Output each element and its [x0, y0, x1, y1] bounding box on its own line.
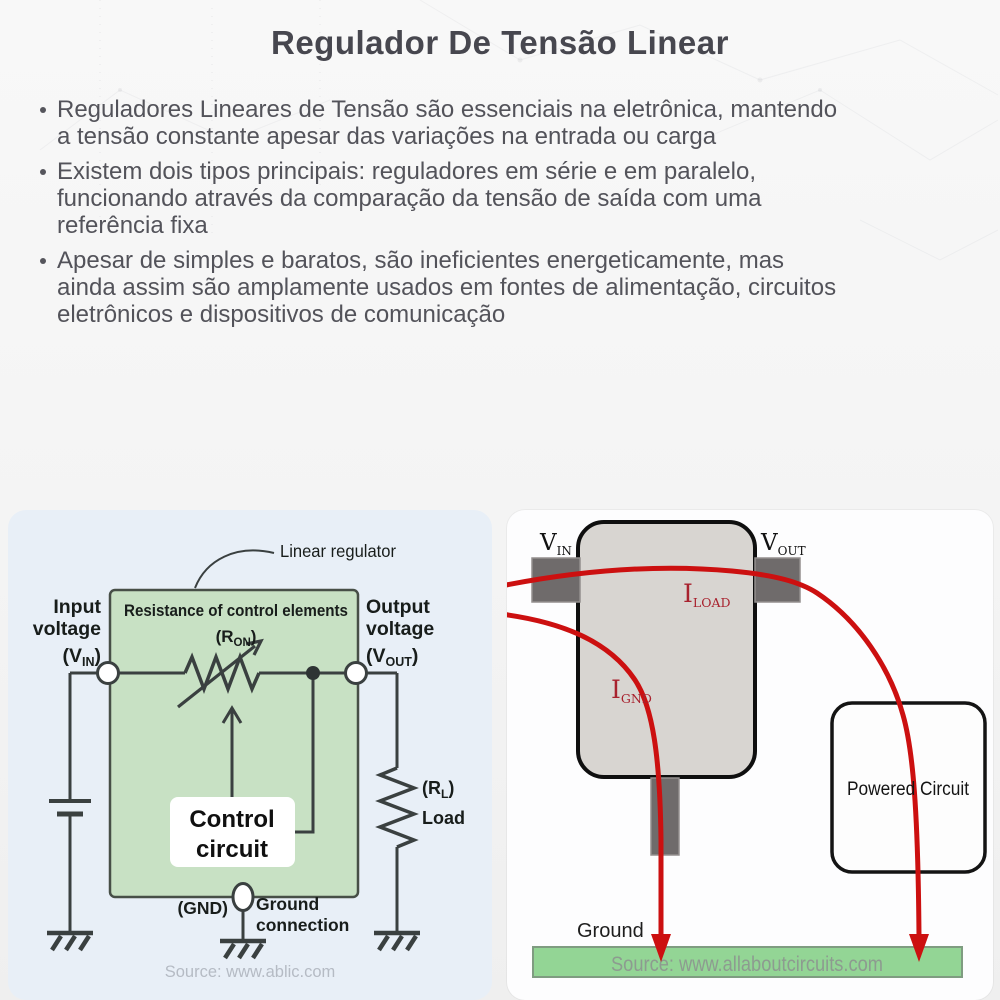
bullet-icon	[40, 107, 46, 113]
gnd-label: (GND)	[177, 898, 228, 918]
iload-arrowhead-icon	[909, 934, 929, 962]
ground-label: Ground	[577, 920, 644, 942]
bullet-icon	[40, 169, 46, 175]
gnd-terminal	[231, 882, 255, 912]
powered-circuit-box	[830, 701, 987, 874]
bullet-list: Reguladores Lineares de Tensão são essen…	[40, 96, 846, 336]
load-label: Load	[422, 808, 465, 828]
ignd-label: IGND	[611, 675, 652, 706]
left-diagram-panel: Linear regulator Resistance of control e…	[8, 510, 492, 1000]
ground-symbol-left	[47, 933, 93, 950]
ground-symbol-middle	[220, 941, 266, 958]
input-terminal	[96, 661, 120, 685]
ground-pin	[650, 777, 680, 856]
vout-symbol-label: (VOUT)	[366, 645, 418, 669]
bullet-text: Existem dois tipos principais: regulador…	[57, 158, 762, 239]
vin-label: VIN	[539, 530, 572, 558]
ground-connection-label-line1: Ground	[256, 894, 319, 914]
load-resistor-zigzag	[375, 766, 419, 849]
ground-symbol-right	[374, 933, 420, 950]
rl-label: (RL)	[422, 778, 454, 801]
iload-label: ILOAD	[683, 579, 731, 610]
ground-bar	[532, 946, 963, 978]
control-circuit-label-line2: circuit	[196, 836, 268, 863]
output-voltage-label-line2: voltage	[366, 618, 434, 640]
iload-current-path	[507, 565, 922, 937]
input-voltage-label-line2: voltage	[33, 618, 101, 640]
output-terminal	[344, 661, 368, 685]
linear-regulator-label: Linear regulator	[280, 541, 396, 561]
arrowhead-diagonal-icon	[245, 638, 264, 656]
input-voltage-label-line1: Input	[53, 596, 101, 618]
bullet-item: Existem dois tipos principais: regulador…	[40, 158, 846, 239]
output-voltage-label-line1: Output	[366, 596, 430, 618]
regulator-body	[576, 520, 757, 779]
pointer-line	[194, 549, 275, 589]
box-title-label: Resistance of control elements	[124, 602, 348, 620]
right-diagram-panel: Source: www.allaboutcircuits.com VIN VOU…	[507, 510, 993, 1000]
linear-regulator-schematic: Linear regulator Resistance of control e…	[33, 541, 465, 981]
source-credit: Source: www.ablic.com	[165, 963, 336, 981]
variable-resistor-arrow	[177, 644, 256, 709]
ground-connection-label-line2: connection	[256, 915, 349, 935]
texture-dot	[757, 77, 763, 83]
vout-label: VOUT	[760, 530, 806, 558]
bullet-text: Reguladores Lineares de Tensão são essen…	[57, 96, 838, 150]
texture-dot	[118, 88, 122, 92]
page-title: Regulador De Tensão Linear	[271, 24, 729, 61]
bullet-item: Reguladores Lineares de Tensão são essen…	[40, 96, 846, 150]
bullet-icon	[40, 258, 46, 264]
texture-line	[859, 219, 999, 261]
source-credit: Source: www.allaboutcircuits.com	[611, 953, 883, 976]
bullet-item: Apesar de simples e baratos, são inefici…	[40, 247, 846, 328]
ignd-current-path	[507, 612, 664, 936]
powered-circuit-label: Powered Circuit	[847, 779, 970, 800]
control-circuit-box	[170, 797, 295, 867]
bullet-text: Apesar de simples e baratos, são inefici…	[57, 247, 837, 328]
vin-symbol-label: (VIN)	[63, 645, 102, 669]
texture-dot	[818, 88, 822, 92]
junction-dot	[306, 666, 320, 680]
current-flow-diagram: Source: www.allaboutcircuits.com VIN VOU…	[507, 520, 987, 978]
control-sense-wire	[295, 677, 315, 834]
ron-label: (RON)	[216, 627, 257, 649]
ignd-arrowhead-icon	[651, 934, 671, 962]
control-circuit-label-line1: Control	[189, 806, 274, 833]
arrowhead-up-icon	[221, 705, 243, 724]
